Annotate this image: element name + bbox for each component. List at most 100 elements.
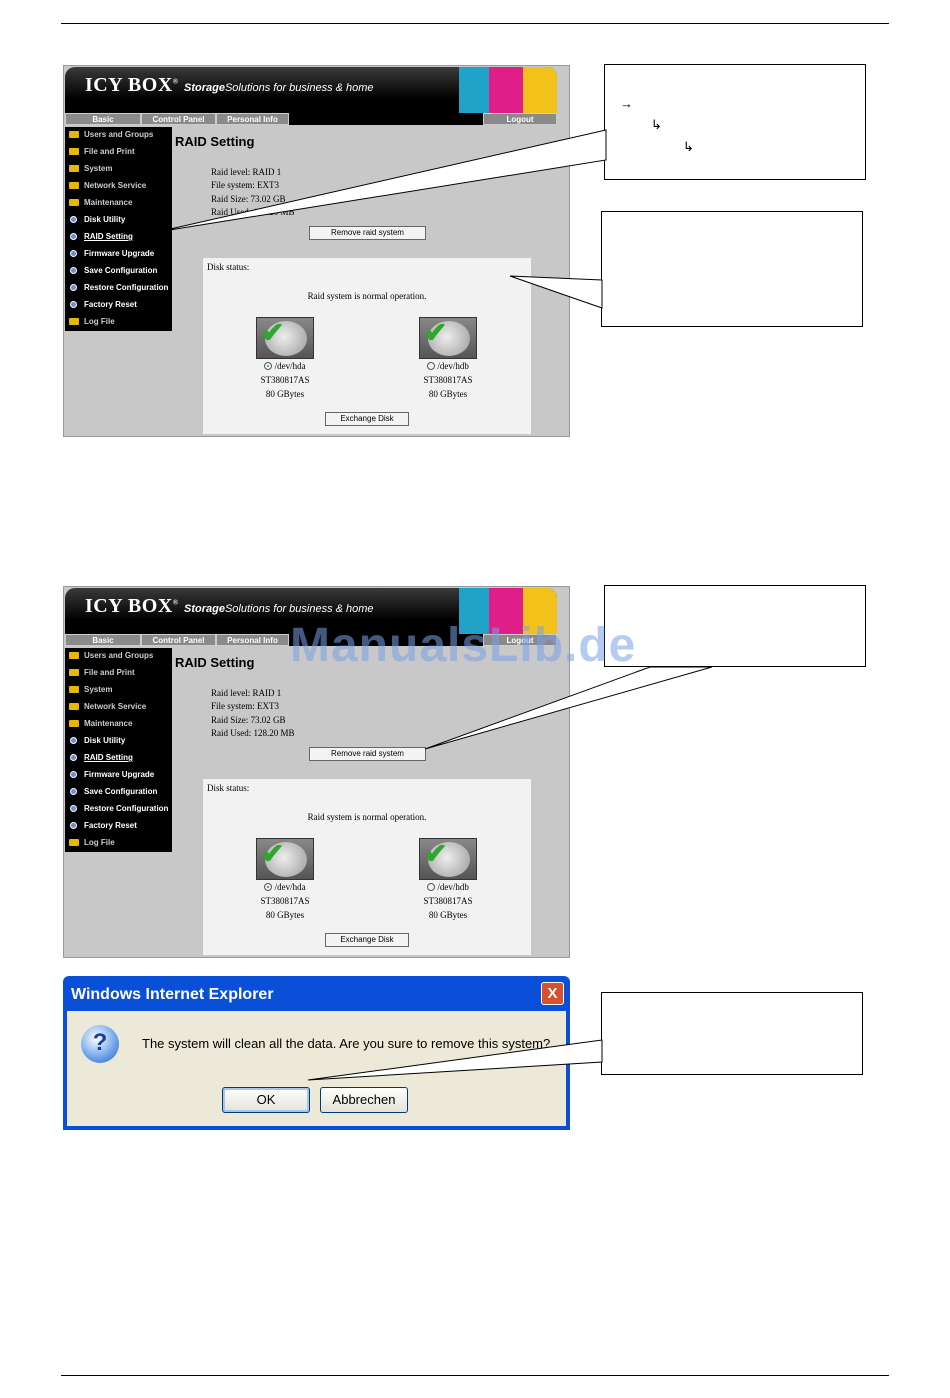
close-icon[interactable]: X <box>541 982 564 1005</box>
tab-bar: Basic Control Panel Personal Info Logout <box>65 634 557 646</box>
dialog-body: ? The system will clean all the data. Ar… <box>67 1011 566 1126</box>
bullet-icon <box>70 771 77 778</box>
sidebar-item-system[interactable]: System <box>69 162 112 176</box>
bullet-icon <box>70 822 77 829</box>
banner-art <box>459 67 557 113</box>
disk-status-box: Disk status: Raid system is normal opera… <box>203 779 531 955</box>
folder-icon <box>69 669 79 676</box>
sidebar-item-save-configuration[interactable]: Save Configuration <box>69 264 157 278</box>
disk-radio-hda[interactable] <box>264 883 273 891</box>
sidebar-item-disk-utility[interactable]: Disk Utility <box>69 734 125 748</box>
raid-file-system: File system: EXT3 <box>211 701 279 711</box>
folder-icon <box>69 652 79 659</box>
watermark: ManualsLib.de <box>290 619 637 672</box>
sidebar-item-factory-reset[interactable]: Factory Reset <box>69 819 137 833</box>
raid-status-message: Raid system is normal operation. <box>307 291 427 301</box>
hard-disk-ok-icon: ✔ <box>256 317 314 359</box>
exchange-disk-button[interactable]: Exchange Disk <box>325 933 409 947</box>
sidebar-item-log-file[interactable]: Log File <box>69 836 115 850</box>
banner-art <box>459 588 557 634</box>
screenshot-raid-setting-1: ICY BOX® StorageSolutions for business &… <box>63 65 570 437</box>
sidebar-item-raid-setting[interactable]: RAID Setting <box>69 751 133 765</box>
sidebar-item-users-and-groups[interactable]: Users and Groups <box>69 128 153 142</box>
sidebar-item-users-and-groups[interactable]: Users and Groups <box>69 649 153 663</box>
brand-logo: ICY BOX® <box>85 74 179 96</box>
tab-basic[interactable]: Basic <box>65 113 141 125</box>
folder-icon <box>69 839 79 846</box>
arrow-right-icon: → <box>620 96 633 111</box>
bullet-icon <box>70 267 77 274</box>
disk-status-label: Disk status: <box>207 262 250 272</box>
hard-disk-ok-icon: ✔ <box>256 838 314 880</box>
sidebar-item-file-and-print[interactable]: File and Print <box>69 145 135 159</box>
folder-icon <box>69 686 79 693</box>
raid-level: Raid level: RAID 1 <box>211 167 282 177</box>
page-title: RAID Setting <box>175 655 255 670</box>
sidebar-item-system[interactable]: System <box>69 683 112 697</box>
tab-personal-info[interactable]: Personal Info <box>216 634 289 646</box>
disk-radio-hda[interactable] <box>264 362 273 370</box>
sidebar-item-firmware-upgrade[interactable]: Firmware Upgrade <box>69 247 154 261</box>
cancel-button[interactable]: Abbrechen <box>320 1087 408 1113</box>
sidebar-item-firmware-upgrade[interactable]: Firmware Upgrade <box>69 768 154 782</box>
tab-logout[interactable]: Logout <box>483 634 557 646</box>
bullet-icon <box>70 233 77 240</box>
screenshot-raid-setting-2: ICY BOX® StorageSolutions for business &… <box>63 586 570 958</box>
bullet-icon <box>70 284 77 291</box>
exchange-disk-button[interactable]: Exchange Disk <box>325 412 409 426</box>
disk-hda: ✔ /dev/hda ST380817AS 80 GBytes <box>250 838 320 922</box>
tab-bar: Basic Control Panel Personal Info Logout <box>65 113 557 125</box>
bullet-icon <box>70 805 77 812</box>
raid-status-message: Raid system is normal operation. <box>307 812 427 822</box>
sidebar-item-save-configuration[interactable]: Save Configuration <box>69 785 157 799</box>
sidebar-item-network-service[interactable]: Network Service <box>69 700 146 714</box>
sidebar-item-restore-configuration[interactable]: Restore Configuration <box>69 281 168 295</box>
callout-box-navigation: → ↳ ↳ <box>604 64 866 180</box>
folder-icon <box>69 199 79 206</box>
disk-hdb: ✔ /dev/hdb ST380817AS 80 GBytes <box>413 838 483 922</box>
disk-radio-hdb[interactable] <box>427 362 436 370</box>
sidebar-item-maintenance[interactable]: Maintenance <box>69 196 132 210</box>
tab-control-panel[interactable]: Control Panel <box>141 634 216 646</box>
bullet-icon <box>70 754 77 761</box>
remove-raid-button[interactable]: Remove raid system <box>309 747 426 761</box>
raid-level: Raid level: RAID 1 <box>211 688 282 698</box>
sidebar-item-file-and-print[interactable]: File and Print <box>69 666 135 680</box>
arrow-corner-icon: ↳ <box>683 139 694 154</box>
tab-control-panel[interactable]: Control Panel <box>141 113 216 125</box>
raid-size: Raid Size: 73.02 GB <box>211 715 286 725</box>
folder-icon <box>69 182 79 189</box>
raid-size: Raid Size: 73.02 GB <box>211 194 286 204</box>
bullet-icon <box>70 250 77 257</box>
sidebar-item-disk-utility[interactable]: Disk Utility <box>69 213 125 227</box>
raid-used: Raid Used: 128.20 MB <box>211 207 295 217</box>
ok-button[interactable]: OK <box>222 1087 310 1113</box>
bullet-icon <box>70 737 77 744</box>
folder-icon <box>69 131 79 138</box>
sidebar-item-factory-reset[interactable]: Factory Reset <box>69 298 137 312</box>
tab-logout[interactable]: Logout <box>483 113 557 125</box>
tab-personal-info[interactable]: Personal Info <box>216 113 289 125</box>
brand-tagline: StorageSolutions for business & home <box>184 603 374 615</box>
disk-radio-hdb[interactable] <box>427 883 436 891</box>
dialog-title: Windows Internet Explorer <box>71 986 274 1003</box>
remove-raid-button[interactable]: Remove raid system <box>309 226 426 240</box>
folder-icon <box>69 720 79 727</box>
sidebar-item-network-service[interactable]: Network Service <box>69 179 146 193</box>
dialog-message: The system will clean all the data. Are … <box>142 1036 551 1051</box>
disk-hdb: ✔ /dev/hdb ST380817AS 80 GBytes <box>413 317 483 401</box>
banner: ICY BOX® StorageSolutions for business &… <box>65 588 557 634</box>
brand-logo: ICY BOX® <box>85 595 179 617</box>
brand-tagline: StorageSolutions for business & home <box>184 82 374 94</box>
callout-box-disk-status <box>601 211 863 327</box>
sidebar-item-raid-setting[interactable]: RAID Setting <box>69 230 133 244</box>
folder-icon <box>69 318 79 325</box>
folder-icon <box>69 148 79 155</box>
sidebar-item-restore-configuration[interactable]: Restore Configuration <box>69 802 168 816</box>
raid-used: Raid Used: 128.20 MB <box>211 728 295 738</box>
sidebar-item-log-file[interactable]: Log File <box>69 315 115 329</box>
tab-basic[interactable]: Basic <box>65 634 141 646</box>
sidebar-item-maintenance[interactable]: Maintenance <box>69 717 132 731</box>
sidebar: Users and Groups File and Print System N… <box>65 127 172 331</box>
callout-box-remove-raid <box>604 585 866 667</box>
